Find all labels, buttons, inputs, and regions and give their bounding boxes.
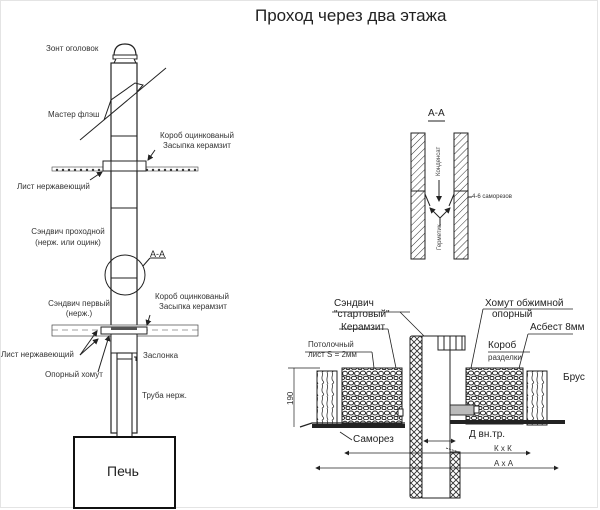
sealant-arrow-right	[439, 207, 451, 219]
label-sheet-top: Лист нержавеющий	[17, 182, 90, 191]
roof-line	[79, 67, 167, 141]
label-pipe: Труба нерж.	[142, 391, 187, 400]
page-title: Проход через два этажа	[255, 6, 447, 25]
label-asbestos: Асбест 8мм	[530, 322, 585, 333]
label-sandwich-1: Сэндвич	[334, 298, 374, 309]
label-box-bottom-2: Засыпка керамзит	[159, 302, 227, 311]
leader-sheet-bottom	[79, 330, 98, 356]
leader-sheet-bottom-2	[79, 338, 99, 356]
label-sandwich-first-1: Сэндвич первый	[48, 299, 110, 308]
label-support-clamp: Опорный хомут	[45, 370, 103, 379]
label-beam: Брус	[563, 372, 585, 383]
sealant-arrow-left	[429, 207, 441, 219]
label-section-ref: А-А	[150, 249, 166, 259]
label-sandwich-pass-2: (нерж. или оцинк)	[35, 238, 101, 247]
section-title: А-А	[428, 108, 445, 119]
label-height-dim: 190	[286, 391, 295, 405]
screw-left	[397, 408, 404, 417]
leader-clamp	[470, 308, 484, 369]
label-master-flash: Мастер флэш	[48, 110, 100, 119]
ceiling-sheet-left	[299, 422, 405, 428]
cap-rim	[112, 54, 138, 60]
section-aa-detail	[410, 120, 472, 260]
support-clamp	[437, 335, 466, 351]
chimney-elevation	[51, 43, 199, 509]
cap-dome	[113, 43, 137, 57]
beam-left	[316, 370, 338, 426]
label-box-1: Короб	[488, 340, 517, 351]
screw-right	[473, 405, 480, 414]
damper-handle	[134, 356, 137, 361]
label-clamp-1: Хомут обжимной	[485, 298, 564, 309]
master-flash	[103, 82, 144, 121]
sandwich-inner-wall	[449, 451, 461, 499]
wall-left-lower	[410, 190, 426, 260]
wall-right-upper	[453, 132, 469, 192]
expanded-clay-right	[465, 367, 524, 425]
wall-right-lower	[453, 190, 469, 260]
start-sandwich	[110, 333, 138, 354]
ceiling-sheet-left-fill	[312, 424, 405, 428]
leader-screw	[339, 431, 353, 441]
seal-bead	[424, 193, 431, 207]
sandwich-outer-wall	[409, 335, 423, 499]
stove-box	[73, 436, 176, 509]
leader-box-top	[147, 149, 156, 161]
label-a-dim: А х А	[494, 459, 514, 468]
stainless-pipe	[116, 352, 133, 438]
label-sheet-bottom: Лист нержавеющий	[1, 350, 74, 359]
leader-box-bottom	[145, 314, 152, 326]
label-cap: Зонт оголовок	[46, 44, 99, 53]
leader-clay	[387, 328, 397, 369]
label-ceiling-sheet-2: лист S = 2мм	[308, 350, 357, 359]
label-screws: 4-6 саморезов	[472, 194, 512, 200]
label-box-top-2: Засыпка керамзит	[163, 141, 231, 150]
ceiling-pass-detail	[288, 308, 573, 499]
label-screw: Саморез	[353, 434, 394, 445]
label-stove: Печь	[107, 463, 139, 479]
section-circle	[104, 254, 146, 296]
leader-sheet	[371, 351, 375, 369]
label-sandwich-first-2: (нерж.)	[65, 309, 93, 318]
label-inner-diameter: Д вн.тр.	[469, 429, 506, 440]
ceiling-sheet-right	[440, 420, 565, 424]
leader-asbestos	[517, 333, 529, 373]
leader-clamp	[97, 335, 111, 373]
label-box-top-1: Короб оцинкованый	[160, 131, 235, 140]
dim-leader	[445, 447, 460, 453]
sandwich-bore	[421, 335, 451, 499]
label-box-bottom-1: Короб оцинкованый	[155, 292, 230, 301]
label-expanded-clay: Керамзит	[341, 322, 386, 333]
label-sandwich-pass-1: Сэндвич проходной	[31, 227, 105, 236]
upper-box	[102, 160, 147, 172]
label-sandwich-2: "стартовый"	[334, 309, 390, 320]
leader-sheet-top	[89, 171, 103, 181]
label-box-2: разделки	[488, 353, 522, 362]
seal-bead	[448, 193, 455, 207]
label-condensate: Конденсат	[436, 146, 442, 176]
label-damper: Заслонка	[143, 351, 179, 360]
label-clamp-2: опорный	[492, 309, 533, 320]
label-ceiling-sheet-1: Потолочный	[308, 340, 354, 349]
beam-right	[526, 370, 548, 426]
label-sealant: Герметик	[437, 224, 443, 250]
label-k-dim: К х К	[494, 444, 512, 453]
wall-left-upper	[410, 132, 426, 192]
expanded-clay-left	[341, 367, 403, 425]
support-plate	[111, 327, 137, 330]
section-leader	[142, 257, 151, 267]
